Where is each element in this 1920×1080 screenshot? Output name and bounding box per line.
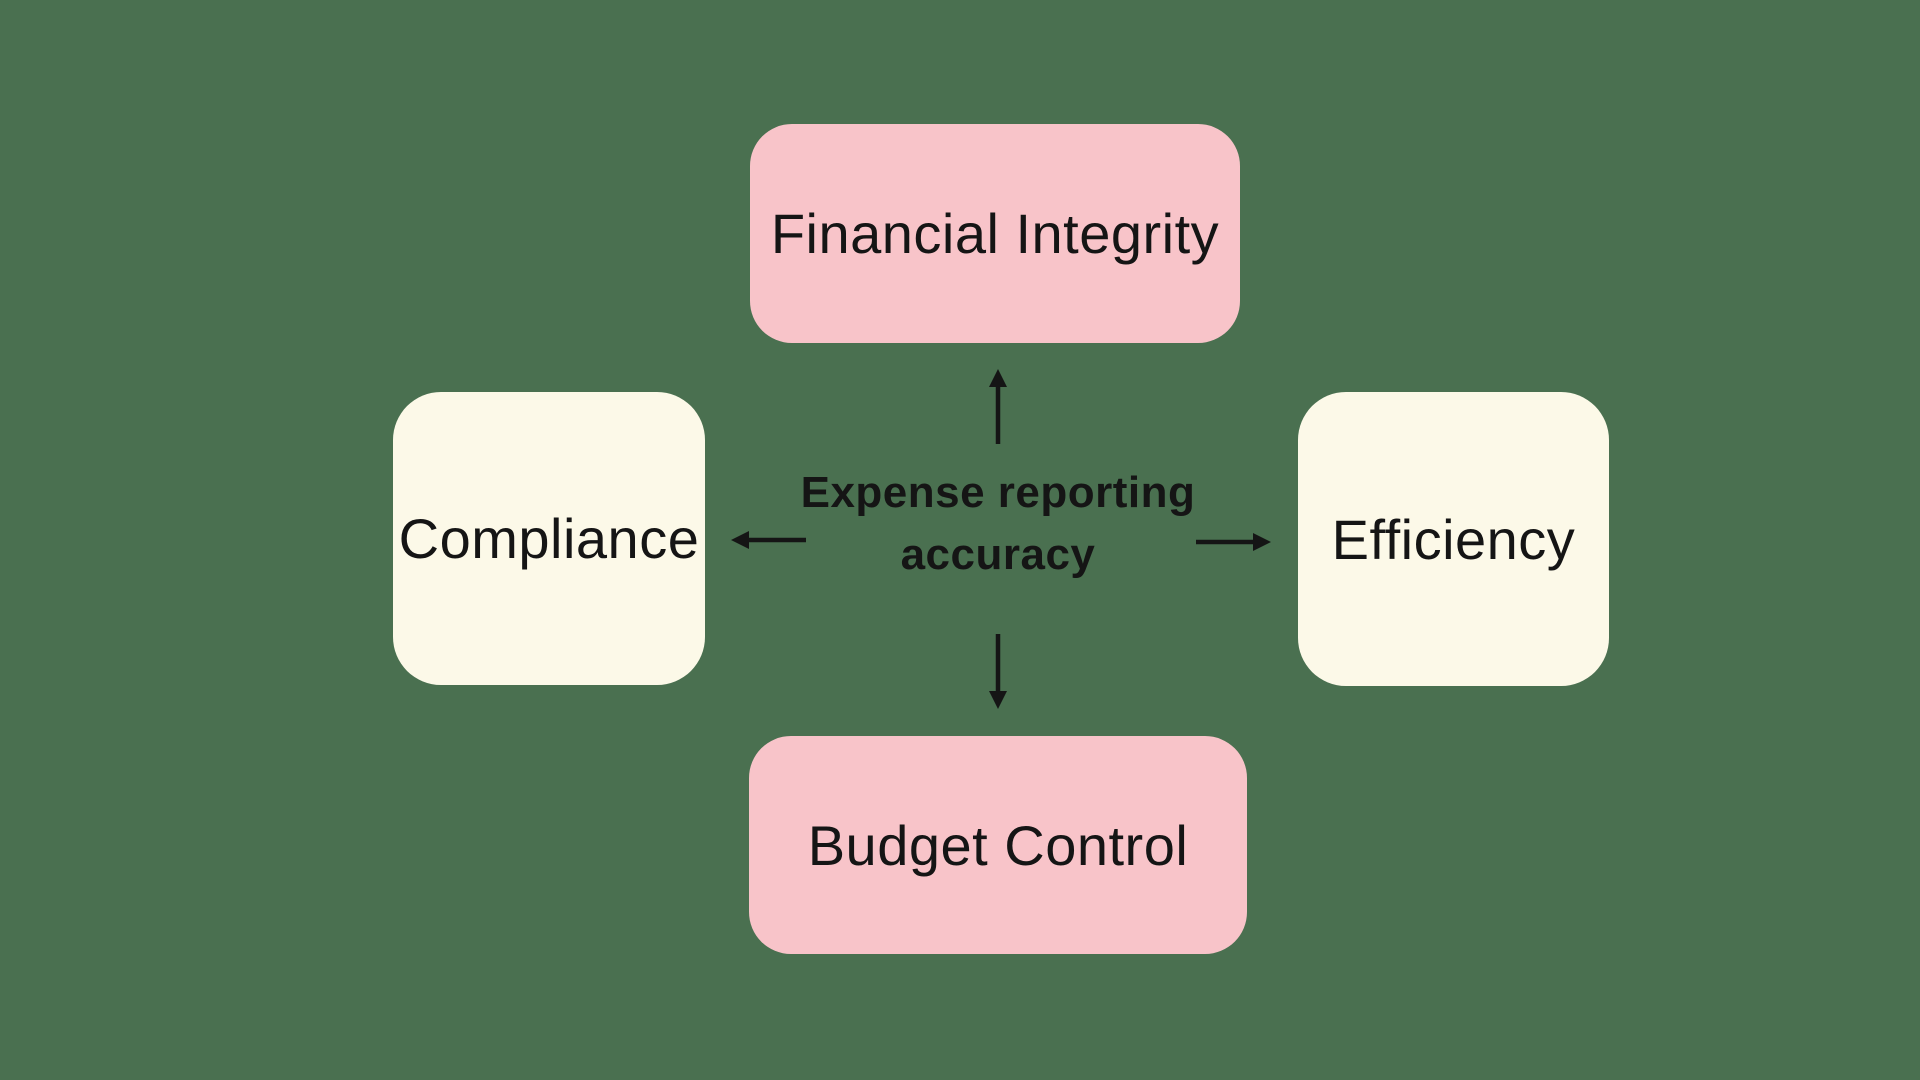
node-label-compliance: Compliance xyxy=(398,507,700,570)
node-label-efficiency: Efficiency xyxy=(1331,507,1576,571)
diagram-node-compliance: Compliance xyxy=(393,392,705,685)
diagram-node-budget-control: Budget Control xyxy=(749,736,1247,954)
diagram-center-label: Expense reporting accuracy xyxy=(800,468,1196,579)
diagram-node-financial-integrity: Financial Integrity xyxy=(750,124,1240,343)
connector-arrow-left-icon xyxy=(731,531,806,549)
node-label-budget-control: Budget Control xyxy=(807,813,1189,877)
diagram-node-efficiency: Efficiency xyxy=(1298,392,1609,686)
connector-arrow-right-icon xyxy=(1196,533,1271,551)
node-label-financial-integrity: Financial Integrity xyxy=(770,202,1220,265)
connector-arrow-up-icon xyxy=(989,369,1007,444)
connector-arrow-down-icon xyxy=(989,634,1007,709)
